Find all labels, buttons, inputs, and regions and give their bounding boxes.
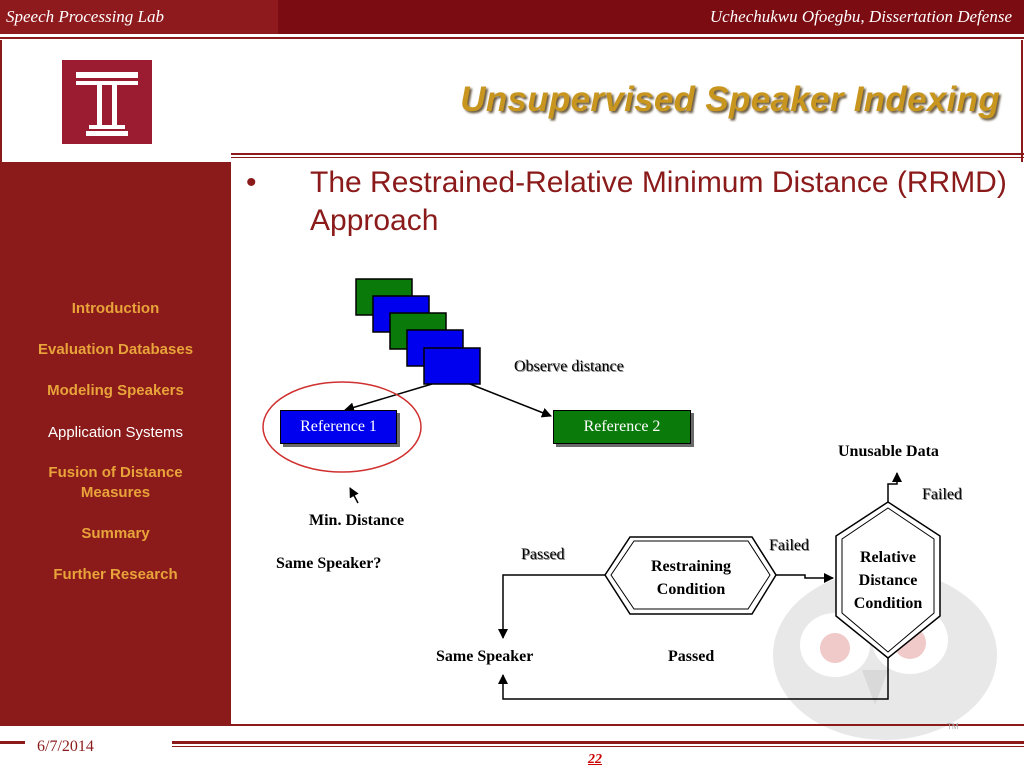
relative-distance-label: Relative Distance Condition (853, 549, 923, 612)
same-speaker-question: Same Speaker? (276, 555, 382, 572)
slide-title: Unsupervised Speaker Indexing (460, 80, 1000, 119)
frame-block (423, 347, 481, 385)
frame-right-rule (1021, 40, 1023, 162)
arrow-to-reference-1 (344, 383, 433, 413)
temple-logo (62, 60, 152, 144)
author-name: Uchechukwu Ofoegbu, Dissertation Defense (709, 7, 1012, 26)
arrow-to-reference-2 (469, 383, 552, 418)
failed-label-top: Failed (922, 486, 962, 503)
arrow-passed-to-same-speaker (498, 574, 605, 639)
sidebar: Introduction Evaluation Databases Modeli… (0, 162, 231, 724)
nav-introduction[interactable]: Introduction (71, 300, 160, 317)
min-distance-label: Min. Distance (309, 512, 405, 529)
nav-modeling-speakers[interactable]: Modeling Speakers (47, 382, 184, 399)
arrow-failed-to-relative (776, 573, 834, 583)
nav-further-research[interactable]: Further Research (53, 566, 178, 583)
slide-date: 6/7/2014 (37, 738, 94, 755)
header-lab-panel (0, 0, 278, 34)
footer-rule-right (172, 741, 1024, 744)
observe-distance-label: Observe distance (514, 358, 624, 375)
reference-1-box: Reference 1 (280, 410, 397, 444)
failed-label-mid: Failed (769, 537, 809, 554)
same-speaker-label: Same Speaker (436, 648, 534, 665)
frame-left-rule (0, 40, 2, 162)
passed-label-bottom: Passed (668, 648, 715, 665)
lab-name: Speech Processing Lab (6, 7, 165, 26)
page-number: 22 (588, 752, 602, 767)
title-rule-thin (231, 157, 1024, 158)
footer-rule-top (0, 724, 1024, 726)
header-rule (0, 37, 1024, 39)
nav-application-systems[interactable]: Application Systems (47, 424, 184, 441)
title-rule (231, 153, 1024, 155)
unusable-data-label: Unusable Data (838, 443, 939, 460)
restraining-condition-label: Restraining Condition (651, 558, 731, 598)
restraining-condition-inner (610, 540, 771, 610)
trademark-mark: TM (947, 722, 959, 731)
reference-2-box: Reference 2 (553, 410, 691, 444)
nav-summary[interactable]: Summary (81, 525, 150, 542)
min-distance-ellipse (262, 381, 422, 473)
nav-fusion-of-distance-measures[interactable]: Fusion of Distance Measures (48, 464, 183, 501)
footer-rule-left (0, 741, 25, 744)
relative-distance-inner (841, 507, 935, 653)
passed-label-left: Passed (521, 546, 565, 563)
nav-evaluation-databases[interactable]: Evaluation Databases (37, 341, 194, 358)
bullet-marker: • (246, 166, 257, 199)
arrow-to-unusable (887, 472, 902, 502)
footer-rule-right-thin (172, 746, 1024, 747)
arrow-min-distance (349, 487, 359, 504)
bullet-text: The Restrained-Relative Minimum Distance… (310, 166, 1007, 237)
arrow-passed-bottom (498, 658, 889, 700)
